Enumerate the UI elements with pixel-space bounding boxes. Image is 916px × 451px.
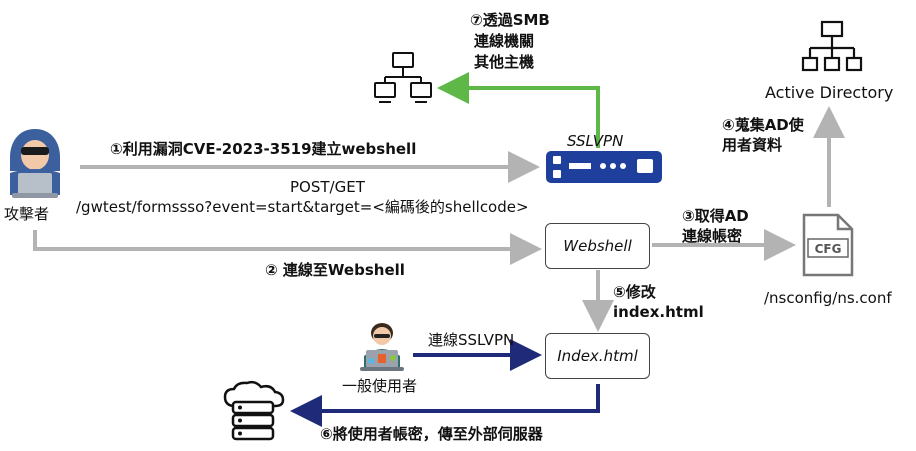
sslvpn-appliance-icon [546,151,662,183]
cfg-file-icon-text: CFG [815,242,842,256]
index-html-box: Index.html [545,333,650,379]
hooded-attacker-icon [10,129,60,198]
webshell-box: Webshell [545,223,650,269]
step1-label: ①利用漏洞CVE-2023-3519建立webshell [110,140,417,158]
step7-line1: ⑦透過SMB [470,11,550,29]
step2-label: ② 連線至Webshell [265,261,405,279]
webshell-label: Webshell [563,237,632,255]
active-directory-label: Active Directory [765,83,894,102]
active-directory-icon [801,20,863,72]
step1-detail-method: POST/GET [290,178,365,196]
step4-line1: ④蒐集AD使 [722,116,804,134]
step6-label: ⑥將使用者帳密，傳至外部伺服器 [320,425,543,443]
arrow-step7 [437,72,600,148]
index-html-label: Index.html [557,347,638,365]
step1-detail-url: /gwtest/formssso?event=start&target=<編碼後… [76,198,529,216]
config-path-label: /nsconfig/ns.conf [764,289,892,307]
step5-line2: index.html [613,303,704,321]
arrow-step6 [290,384,600,427]
user-label: 一般使用者 [342,377,418,395]
cfg-file-icon: CFG [802,213,854,277]
step3-line1: ③取得AD [682,207,749,225]
step7-line3: 其他主機 [474,53,535,71]
step7-line2: 連線機關 [474,32,535,50]
attacker-label: 攻擊者 [4,205,50,223]
user-at-laptop-icon [360,323,404,371]
step3-line2: 連線帳密 [682,227,743,245]
arrow-step2 [33,230,542,265]
sslvpn-label: SSLVPN [567,132,624,150]
cloud-server-icon [223,380,285,441]
network-hosts-icon [374,52,432,103]
step4-line2: 用者資料 [722,136,783,154]
user-connect-label: 連線SSLVPN [428,331,515,349]
step5-line1: ⑤修改 [613,283,656,301]
